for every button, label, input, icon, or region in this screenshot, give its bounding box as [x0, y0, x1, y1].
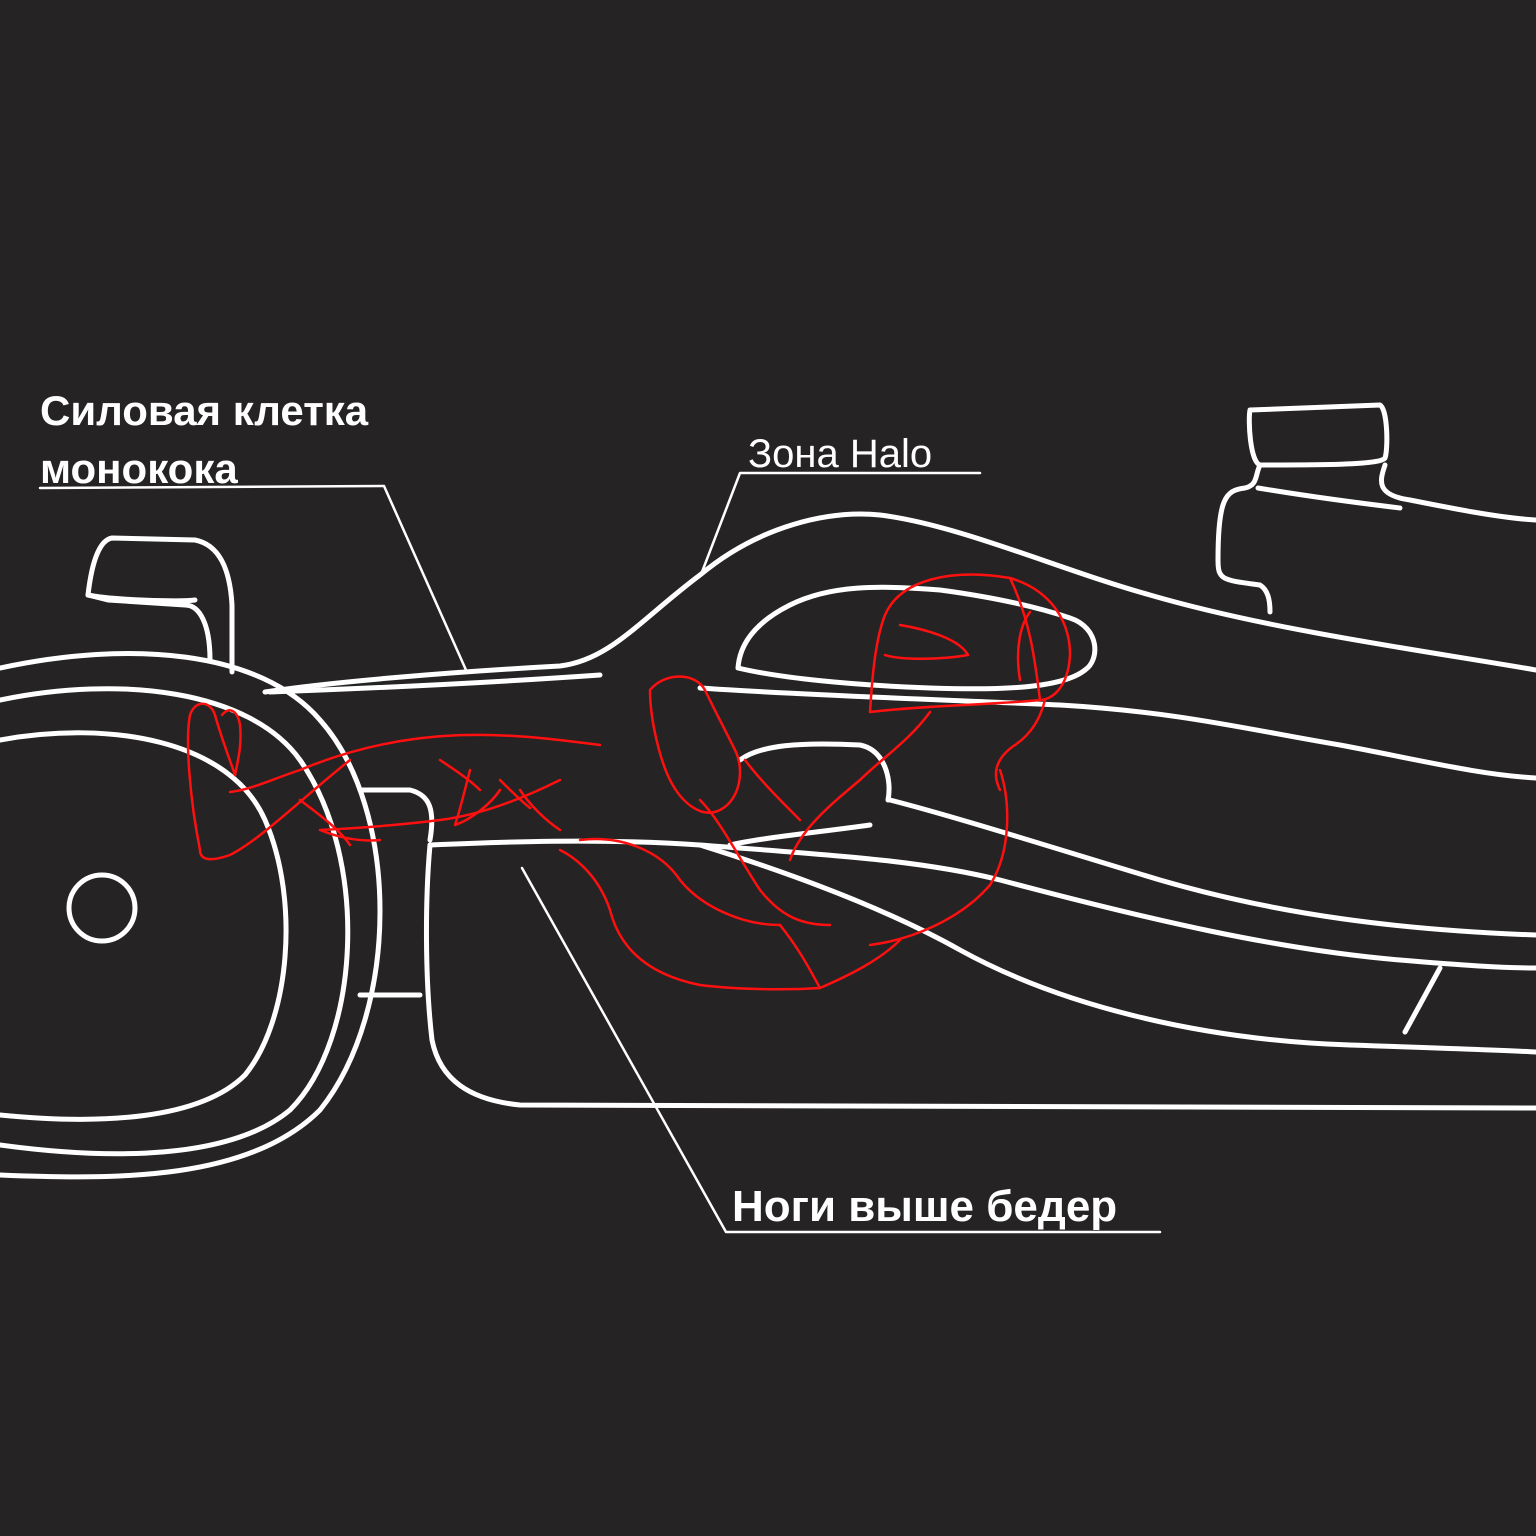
halo-zone-label: Зона Halo [748, 432, 933, 476]
wheel-hub [66, 872, 138, 944]
rear-airbox [1215, 402, 1536, 615]
monocoque-cage-label: Силовая клетка монокока [40, 382, 368, 498]
legs-above-hips-label: Ноги выше бедер [732, 1182, 1118, 1231]
front-wheel [0, 651, 423, 1180]
monocoque-cage-label-line1: Силовая клетка [40, 387, 369, 434]
legs-leader [520, 866, 1162, 1234]
front-mirror [85, 535, 235, 675]
halo-leader [700, 471, 982, 574]
monocoque-cage-label-line2: монокока [40, 445, 238, 492]
monocoque-leader [38, 484, 468, 672]
monocoque-body [262, 511, 1536, 1111]
driver-figure [186, 573, 1072, 991]
leader-lines [38, 471, 1162, 1234]
